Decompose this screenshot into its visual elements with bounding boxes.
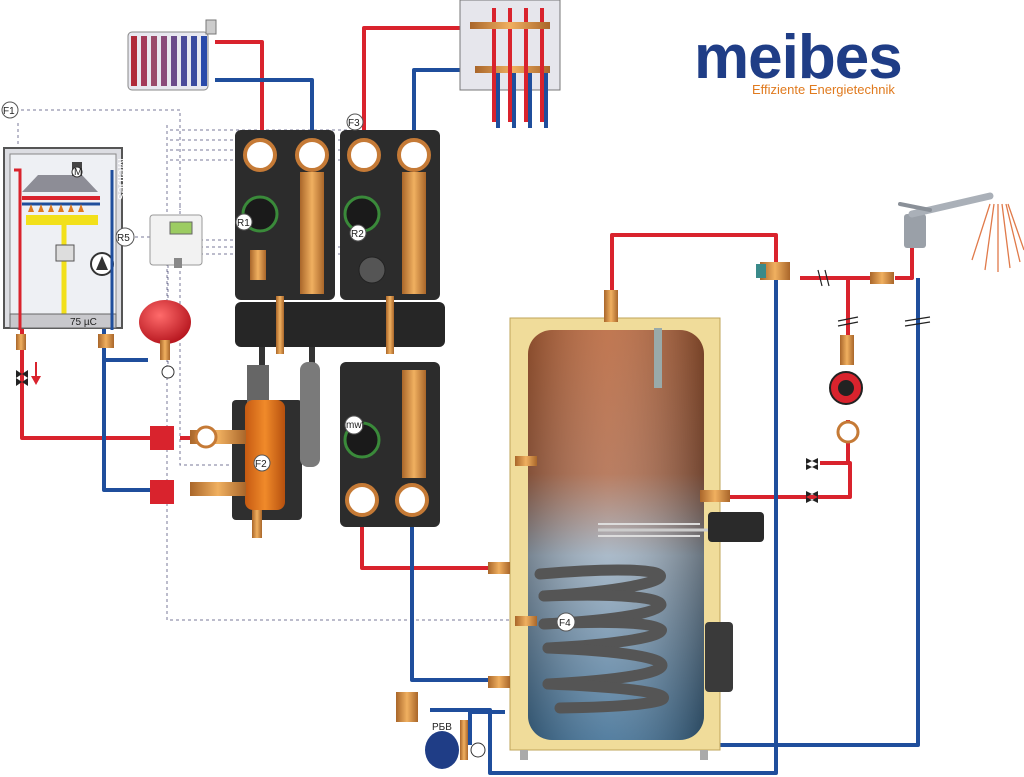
boiler-panel-text: 75 µC [70,317,97,328]
brand-logo: meibes Effiziente Energietechnik [694,23,903,97]
pipe-break-symbols [817,269,931,327]
svg-text:mwt: mwt [346,420,365,431]
expansion-vessel-icon [139,300,191,379]
circulation-pump-icon [829,335,863,444]
label-f2: F2 [253,454,271,472]
mixing-valve-icon [756,262,790,280]
label-f3: F3 [346,113,364,131]
label-r1: R1 [235,213,253,231]
svg-text:F2: F2 [255,459,267,470]
svg-text:R5: R5 [117,233,130,244]
svg-text:R1: R1 [237,218,250,229]
boiler-icon: M 75 µC Meibes [3,147,130,330]
radiator-icon [127,19,217,91]
svg-text:R2: R2 [351,229,364,240]
label-r5: R5 [115,227,135,247]
check-valve-icons [806,458,818,503]
pump-group-3 [340,362,440,527]
pump-group-2 [340,130,440,300]
tap-connector-icon [870,272,894,284]
safety-group-icon [396,692,486,769]
flow-direction-arrow-icon [31,362,41,385]
svg-text:F1: F1 [3,106,15,117]
brand-name: meibes [694,23,902,92]
distribution-manifold-insulation [235,296,445,365]
boiler-motor-label: M [74,167,82,178]
pump-group-1 [235,130,335,300]
boiler-valve-icon [16,334,114,386]
storage-tank-icon [488,290,764,760]
controller-icon [149,214,203,268]
label-f1: F1 [1,101,19,119]
label-mwt: mwt [344,415,365,435]
label-f4: F4 [556,612,576,632]
hydraulic-separator-icon [150,362,320,538]
faucet-icon [898,192,1024,272]
label-r2: R2 [349,224,367,242]
manifold-icon [459,0,561,128]
boiler-brand: Meibes [115,158,130,200]
label-pbb: PБВ [432,722,452,733]
svg-text:PБВ: PБВ [432,722,452,733]
svg-text:F4: F4 [559,618,571,629]
brand-tagline: Effiziente Energietechnik [752,82,895,97]
svg-text:F3: F3 [348,118,360,129]
